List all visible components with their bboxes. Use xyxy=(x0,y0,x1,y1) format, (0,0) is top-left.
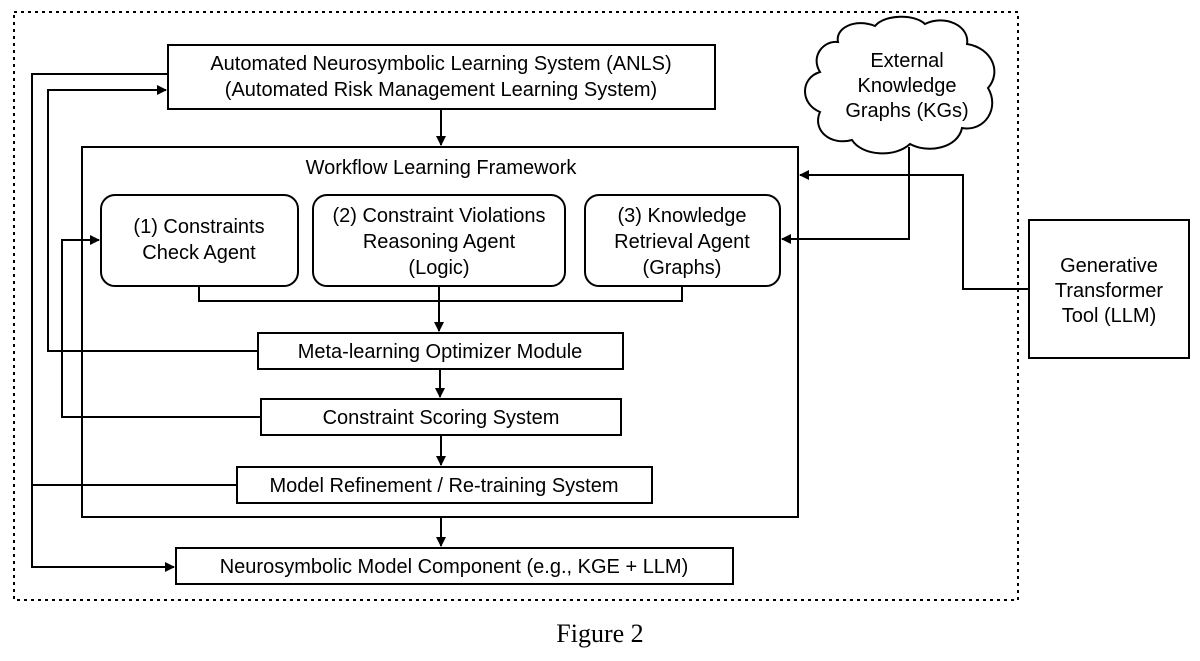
arrow-llm-to-framework xyxy=(799,170,1029,290)
anls-line1: Automated Neurosymbolic Learning System … xyxy=(210,53,671,75)
scoring-label: Constraint Scoring System xyxy=(323,407,560,429)
kg-line2: Knowledge xyxy=(858,75,957,97)
arrow-kg-to-agent3 xyxy=(781,147,910,244)
meta-learning-module: Meta-learning Optimizer Module xyxy=(257,332,624,370)
anls-to-neuro-line xyxy=(31,73,175,572)
agent3-line1: (3) Knowledge xyxy=(618,205,747,227)
constraint-scoring-module: Constraint Scoring System xyxy=(260,398,622,436)
model-refinement-module: Model Refinement / Re-training System xyxy=(236,466,653,504)
agent-knowledge-retrieval: (3) Knowledge Retrieval Agent (Graphs) xyxy=(584,194,781,287)
agent2-line2: Reasoning Agent xyxy=(363,231,516,253)
meta-label: Meta-learning Optimizer Module xyxy=(298,341,583,363)
agent3-line3: (Graphs) xyxy=(643,257,722,279)
llm-line1: Generative xyxy=(1060,255,1158,277)
agents-join-line xyxy=(198,286,683,302)
framework-title: Workflow Learning Framework xyxy=(306,157,578,179)
agent1-line2: Check Agent xyxy=(142,242,256,264)
feedback-scoring-to-agent1 xyxy=(61,235,261,418)
agent2-line3: (Logic) xyxy=(408,257,469,279)
agent2-line1: (2) Constraint Violations xyxy=(332,205,545,227)
anls-line2: (Automated Risk Management Learning Syst… xyxy=(225,79,657,101)
external-kg-cloud: External Knowledge Graphs (KGs) xyxy=(804,15,996,155)
kg-line3: Graphs (KGs) xyxy=(845,100,968,122)
llm-line2: Transformer xyxy=(1055,280,1164,302)
figure-caption: Figure 2 xyxy=(556,619,643,648)
agent3-line2: Retrieval Agent xyxy=(614,231,750,253)
kg-line1: External xyxy=(870,50,943,72)
feedback-meta-to-anls xyxy=(47,85,258,352)
refinement-label: Model Refinement / Re-training System xyxy=(269,475,618,497)
agent-constraints-check: (1) Constraints Check Agent xyxy=(100,194,299,287)
neurosymbolic-component: Neurosymbolic Model Component (e.g., KGE… xyxy=(175,547,734,585)
llm-box: Generative Transformer Tool (LLM) xyxy=(1028,219,1190,359)
connectors xyxy=(31,73,1029,572)
llm-line3: Tool (LLM) xyxy=(1062,305,1156,327)
outer-dotted-border xyxy=(13,11,1019,601)
anls-box: Automated Neurosymbolic Learning System … xyxy=(167,44,716,110)
neuro-label: Neurosymbolic Model Component (e.g., KGE… xyxy=(220,556,689,578)
agent1-line1: (1) Constraints xyxy=(133,216,264,238)
agent-violations-reasoning: (2) Constraint Violations Reasoning Agen… xyxy=(312,194,566,287)
